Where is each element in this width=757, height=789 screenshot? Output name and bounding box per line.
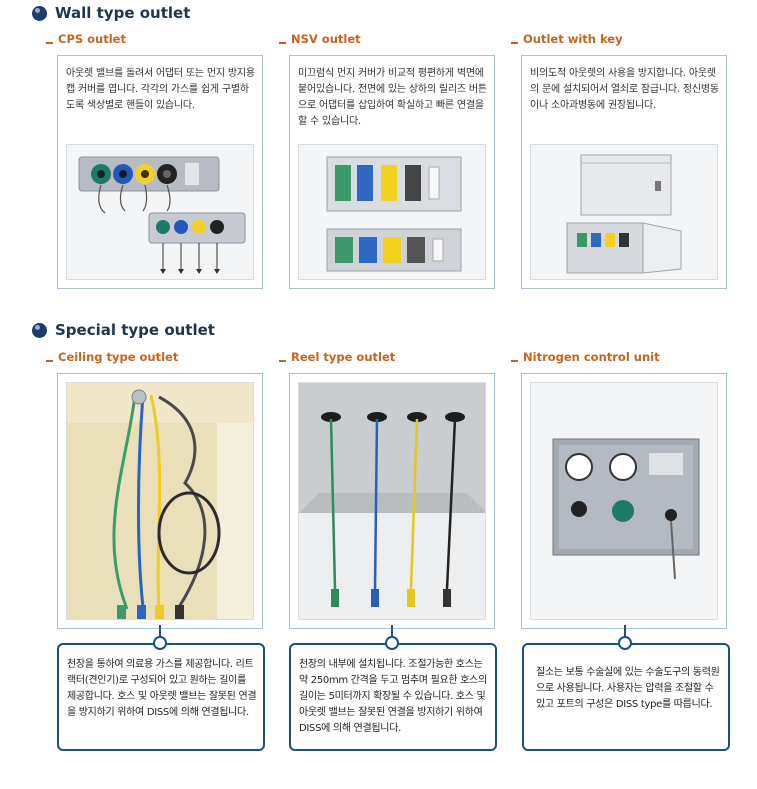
pointer-knob-icon bbox=[153, 636, 167, 650]
ceiling-description: 천장을 통하여 의료용 가스를 제공합니다. 리트랙터(견인기)로 구성되어 있… bbox=[67, 659, 257, 718]
nitrogen-description: 질소는 보통 수술실에 있는 수술도구의 동력원으로 사용됩니다. 사용자는 압… bbox=[536, 667, 720, 710]
bullet-icon bbox=[32, 5, 47, 21]
nitrogen-unit-photo bbox=[530, 382, 718, 620]
reel-description-box: 천장의 내부에 설치됩니다. 조절가능한 호스는 약 250mm 간격을 두고 … bbox=[289, 625, 497, 751]
cps-outlet-photo bbox=[66, 144, 254, 280]
subtitle-reel: Reel type outlet bbox=[279, 350, 395, 364]
section-title-wall: Wall type outlet bbox=[32, 4, 190, 22]
card-nitrogen-unit bbox=[521, 373, 727, 629]
subtitle-ceiling: Ceiling type outlet bbox=[46, 350, 178, 364]
pointer-knob-icon bbox=[385, 636, 399, 650]
card-description: 미끄럼식 먼지 커버가 비교적 평편하게 벽면에 붙어있습니다. 전면에 있는 … bbox=[298, 68, 487, 127]
card-cps-outlet: 아웃렛 밸브를 돌려서 어댑터 또는 먼지 방지용캡 커버를 엽니다. 각각의 … bbox=[57, 55, 263, 289]
pointer-knob-icon bbox=[618, 636, 632, 650]
nsv-outlet-photo bbox=[298, 144, 486, 280]
subtitle-key: Outlet with key bbox=[511, 32, 623, 46]
card-outlet-with-key: 비의도적 아웃렛의 사용을 방지합니다. 아웃렛의 문에 설치되어서 열쇠로 잠… bbox=[521, 55, 727, 289]
section-heading: Wall type outlet bbox=[55, 4, 191, 22]
bullet-icon bbox=[32, 322, 47, 338]
card-ceiling-outlet bbox=[57, 373, 263, 629]
key-outlet-photo bbox=[530, 144, 718, 280]
reel-description: 천장의 내부에 설치됩니다. 조절가능한 호스는 약 250mm 간격을 두고 … bbox=[299, 659, 487, 734]
reel-outlet-photo bbox=[298, 382, 486, 620]
subtitle-cps: CPS outlet bbox=[46, 32, 126, 46]
subtitle-nitrogen: Nitrogen control unit bbox=[511, 350, 660, 364]
section-heading: Special type outlet bbox=[55, 321, 215, 339]
ceiling-outlet-photo bbox=[66, 382, 254, 620]
ceiling-description-box: 천장을 통하여 의료용 가스를 제공합니다. 리트랙터(견인기)로 구성되어 있… bbox=[57, 625, 265, 751]
subtitle-nsv: NSV outlet bbox=[279, 32, 361, 46]
card-description: 아웃렛 밸브를 돌려서 어댑터 또는 먼지 방지용캡 커버를 엽니다. 각각의 … bbox=[66, 68, 255, 111]
section-title-special: Special type outlet bbox=[32, 321, 215, 339]
card-description: 비의도적 아웃렛의 사용을 방지합니다. 아웃렛의 문에 설치되어서 열쇠로 잠… bbox=[530, 68, 719, 111]
card-nsv-outlet: 미끄럼식 먼지 커버가 비교적 평편하게 벽면에 붙어있습니다. 전면에 있는 … bbox=[289, 55, 495, 289]
nitrogen-description-box: 질소는 보통 수술실에 있는 수술도구의 동력원으로 사용됩니다. 사용자는 압… bbox=[522, 625, 730, 751]
card-reel-outlet bbox=[289, 373, 495, 629]
